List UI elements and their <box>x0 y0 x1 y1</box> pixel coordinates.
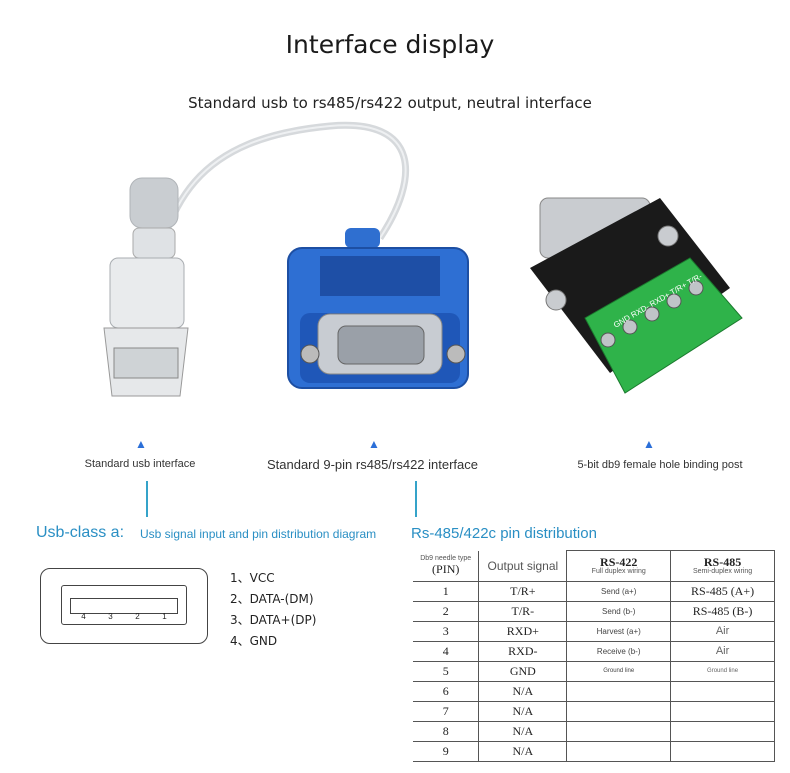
cell-rs485: Ground line <box>670 660 775 682</box>
cell-pin: 1 <box>413 580 480 602</box>
cell-pin: 8 <box>413 720 480 742</box>
post-caption: 5-bit db9 female hole binding post <box>577 459 743 471</box>
cell-signal: N/A <box>478 680 568 702</box>
cell-rs422 <box>566 680 672 702</box>
pin-list-item: 1、VCC <box>230 571 275 585</box>
cell-rs485 <box>670 700 775 722</box>
usb-connector-diagram: 4 3 2 1 <box>40 568 208 644</box>
cell-rs485: Air <box>670 620 775 642</box>
cell-pin: 5 <box>413 660 480 682</box>
db9-caption: Standard 9-pin rs485/rs422 interface <box>266 457 478 472</box>
rs-pin-table: Db9 needle type (PIN) Output signal RS-4… <box>413 550 775 762</box>
cell-signal: T/R+ <box>478 580 568 602</box>
usb-plug <box>103 227 189 397</box>
usb-section-heading: Usb-class a: <box>36 524 125 541</box>
cell-rs422: Receive (b-) <box>566 640 672 662</box>
cell-signal: N/A <box>478 720 568 742</box>
cell-rs422: Ground line <box>566 660 672 682</box>
triangle-marker-icon: ▲ <box>643 437 655 451</box>
cell-rs485: RS-485 (A+) <box>670 580 775 602</box>
cell-rs422: Send (b-) <box>566 600 672 622</box>
page-subtitle: Standard usb to rs485/rs422 output, neut… <box>188 94 592 112</box>
cell-signal: N/A <box>478 740 568 762</box>
usb-pin-number: 2 <box>135 612 140 621</box>
cell-signal: GND <box>478 660 568 682</box>
pin-list-item: 3、DATA+(DP) <box>230 613 317 627</box>
usb-section-subheading: Usb signal input and pin distribution di… <box>140 527 377 541</box>
usb-pin-number: 3 <box>108 612 113 621</box>
rs-section-heading: Rs-485/422c pin distribution <box>411 525 597 542</box>
connector-line <box>415 481 417 517</box>
cell-rs422 <box>566 720 672 742</box>
pin-list-item: 2、DATA-(DM) <box>230 592 314 606</box>
triangle-marker-icon: ▲ <box>368 437 380 451</box>
usb-caption: Standard usb interface <box>84 458 196 470</box>
cell-rs422 <box>566 700 672 722</box>
usb-pin-number: 1 <box>162 612 167 621</box>
cell-rs422: Send (a+) <box>566 580 672 602</box>
db9-adapter <box>287 228 469 389</box>
cell-pin: 7 <box>413 700 480 722</box>
cell-rs485 <box>670 720 775 742</box>
cell-signal: T/R- <box>478 600 568 622</box>
product-photo <box>103 121 743 397</box>
cell-signal: N/A <box>478 700 568 722</box>
cell-pin: 3 <box>413 620 480 642</box>
triangle-marker-icon: ▲ <box>135 437 147 451</box>
cell-rs422: Harvest (a+) <box>566 620 672 642</box>
ferrite-bead <box>129 177 179 229</box>
page-title: Interface display <box>285 30 495 59</box>
header-rs485: RS-485 Semi-duplex wiring <box>670 550 775 582</box>
header-db9: Db9 needle type (PIN) <box>413 550 480 582</box>
header-signal: Output signal <box>478 550 568 582</box>
header-rs422: RS-422 Full duplex wiring <box>566 550 672 582</box>
cell-pin: 2 <box>413 600 480 622</box>
db9-terminal-block <box>530 197 743 394</box>
cell-signal: RXD- <box>478 640 568 662</box>
cell-rs485 <box>670 680 775 702</box>
cell-pin: 4 <box>413 640 480 662</box>
cell-signal: RXD+ <box>478 620 568 642</box>
table-header-row: Db9 needle type (PIN) Output signal RS-4… <box>413 550 775 582</box>
cell-rs485: RS-485 (B-) <box>670 600 775 622</box>
cell-rs485: Air <box>670 640 775 662</box>
cell-pin: 6 <box>413 680 480 702</box>
cell-rs422 <box>566 740 672 762</box>
usb-pin-number: 4 <box>81 612 86 621</box>
usb-pin-list: 1、VCC 2、DATA-(DM) 3、DATA+(DP) 4、GND <box>230 569 316 653</box>
pin-list-item: 4、GND <box>230 634 278 648</box>
cell-pin: 9 <box>413 740 480 762</box>
connector-line <box>146 481 148 517</box>
cell-rs485 <box>670 740 775 762</box>
